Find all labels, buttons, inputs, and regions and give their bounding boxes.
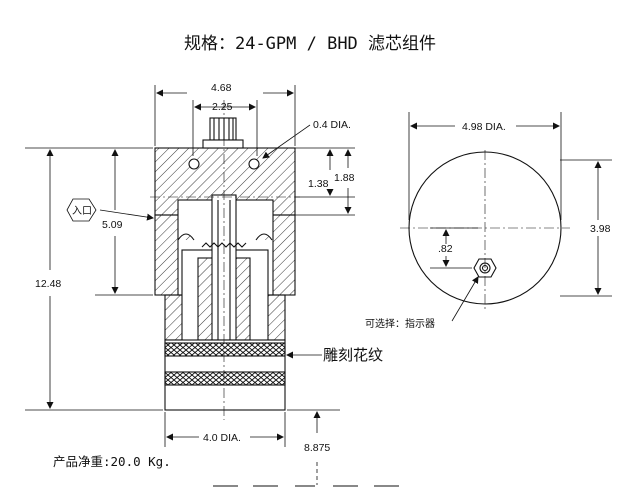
dim-12-48: 12.48 [35,278,61,290]
end-view [400,150,570,310]
port-hole-left [188,158,200,170]
dim-3-98: 3.98 [590,223,611,235]
drawing-title: 规格：24-GPM / BHD 滤芯组件 [183,34,437,54]
indicator-label: 可选择：指示器 [365,317,435,330]
port-hole-right [248,158,260,170]
inlet-hex [66,198,97,222]
dim-082: .82 [438,243,453,255]
dim-base-dia: 4.0 DIA. [203,432,241,444]
end-dimensions [408,112,612,322]
dim-2-25: 2.25 [212,101,233,113]
dim-1-38: 1.38 [308,178,329,190]
weight-label: 产品净重:20.0 Kg. [53,454,171,469]
dim-hole-dia: 0.4 DIA. [313,119,351,131]
knurl-label: 雕刻花纹 [323,346,383,364]
dim-body-dia: 4.98 DIA. [462,121,506,133]
dim-5-09: 5.09 [102,219,123,231]
dim-8-875: 8.875 [304,442,330,454]
side-dimensions [25,85,355,485]
inlet-label: 入口 [72,206,92,217]
dim-4-68: 4.68 [211,82,232,94]
side-view [150,100,300,420]
dim-1-88: 1.88 [334,172,355,184]
